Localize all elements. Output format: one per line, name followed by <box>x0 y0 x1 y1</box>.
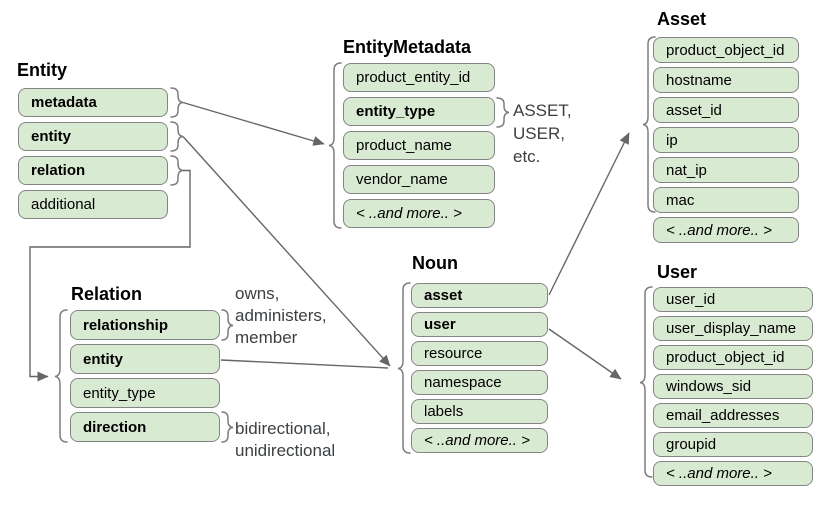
field-asset-and-more: < ..and more.. > <box>653 217 799 243</box>
field-user-product-object-id: product_object_id <box>653 345 813 370</box>
field-direction: direction <box>70 412 220 442</box>
relationship-right-brace <box>221 309 234 341</box>
field-groupid: groupid <box>653 432 813 457</box>
direction-values-annotation: bidirectional, unidirectional <box>235 419 336 460</box>
field-mac: mac <box>653 187 799 213</box>
direction-right-brace <box>221 411 234 443</box>
relation-left-brace <box>54 309 68 443</box>
relation-fields: relationship entity entity_type directio… <box>70 310 220 446</box>
entitymetadata-table-title: EntityMetadata <box>343 37 472 57</box>
field-noun-and-more: < ..and more.. > <box>411 428 548 453</box>
entity-type-values-annotation: ASSET, USER, etc. <box>513 101 572 166</box>
noun-fields: asset user resource namespace labels < .… <box>411 283 548 457</box>
field-entity-metadata: metadata <box>18 88 168 117</box>
field-asset-product-object-id: product_object_id <box>653 37 799 63</box>
field-entity-relation: relation <box>18 156 168 185</box>
arrow-entity-to-noun <box>182 136 391 367</box>
asset-table-title: Asset <box>657 9 707 29</box>
asset-left-brace <box>642 36 656 213</box>
line-relation-entity-to-noun <box>220 359 389 369</box>
entity-type-right-brace <box>496 97 510 128</box>
entity-table-title: Entity <box>17 60 68 80</box>
entity-field-brackets <box>170 87 184 186</box>
field-product-name: product_name <box>343 131 495 160</box>
field-user-display-name: user_display_name <box>653 316 813 341</box>
arrow-noun-user-to-user <box>548 328 622 380</box>
entitymetadata-fields: product_entity_id entity_type product_na… <box>343 63 495 233</box>
field-vendor-name: vendor_name <box>343 165 495 194</box>
field-relation-entity: entity <box>70 344 220 374</box>
arrow-noun-asset-to-asset <box>548 132 630 296</box>
noun-table-title: Noun <box>412 253 458 273</box>
arrow-relation-field-to-relation-table <box>29 169 191 382</box>
field-namespace: namespace <box>411 370 548 395</box>
field-entity-entity: entity <box>18 122 168 151</box>
user-table-title: User <box>657 262 698 282</box>
field-entity-additional: additional <box>18 190 168 219</box>
field-resource: resource <box>411 341 548 366</box>
field-user-id: user_id <box>653 287 813 312</box>
asset-fields: product_object_id hostname asset_id ip n… <box>653 37 799 247</box>
field-entitymetadata-and-more: < ..and more.. > <box>343 199 495 228</box>
field-email-addresses: email_addresses <box>653 403 813 428</box>
field-relationship: relationship <box>70 310 220 340</box>
field-user-and-more: < ..and more.. > <box>653 461 813 486</box>
relation-table-title: Relation <box>71 284 143 304</box>
user-left-brace <box>639 286 653 478</box>
entity-fields: metadata entity relation additional <box>18 88 168 224</box>
field-labels: labels <box>411 399 548 424</box>
entitymetadata-left-brace <box>328 62 342 229</box>
field-nat-ip: nat_ip <box>653 157 799 183</box>
field-relation-entity-type: entity_type <box>70 378 220 408</box>
relationship-values-annotation: owns, administers, member <box>235 284 327 347</box>
field-noun-asset: asset <box>411 283 548 308</box>
field-ip: ip <box>653 127 799 153</box>
field-hostname: hostname <box>653 67 799 93</box>
field-entity-type: entity_type <box>343 97 495 126</box>
field-asset-id: asset_id <box>653 97 799 123</box>
field-noun-user: user <box>411 312 548 337</box>
user-fields: user_id user_display_name product_object… <box>653 287 813 490</box>
field-product-entity-id: product_entity_id <box>343 63 495 92</box>
field-windows-sid: windows_sid <box>653 374 813 399</box>
arrow-metadata-to-entitymetadata <box>182 101 325 146</box>
noun-left-brace <box>397 282 411 454</box>
